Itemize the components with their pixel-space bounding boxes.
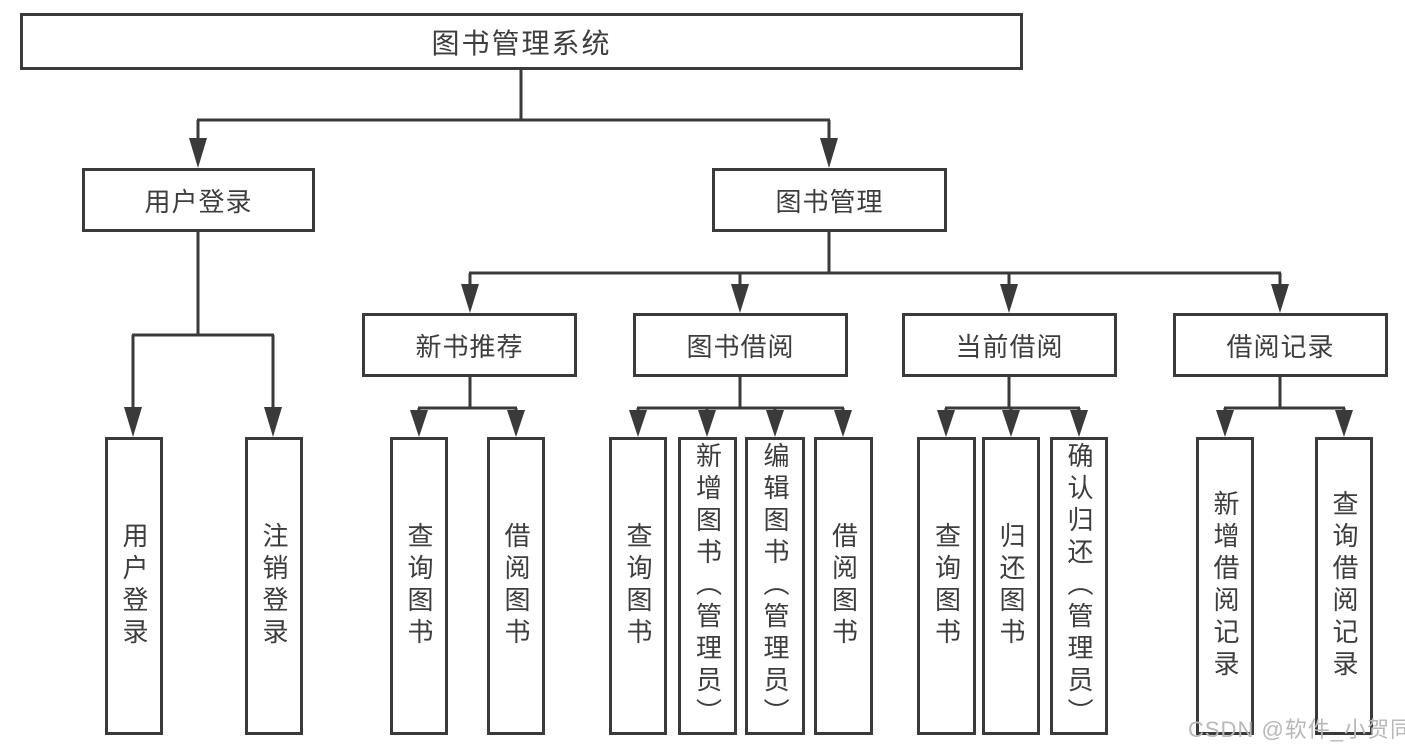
leaf-label: 编辑图书（管理员） — [760, 442, 790, 730]
node-user-login-branch: 用户登录 — [82, 168, 315, 232]
node-label: 当前借阅 — [955, 331, 1064, 362]
leaf-label: 查询借阅记录 — [1329, 490, 1359, 682]
leaf-label: 借阅图书 — [828, 522, 859, 650]
leaf-query-books-2: 查询图书 — [609, 437, 667, 735]
node-new-book-recommendation: 新书推荐 — [362, 313, 577, 377]
node-library-management-system: 图书管理系统 — [20, 13, 1023, 70]
node-label: 图书借阅 — [686, 331, 795, 362]
leaf-logout: 注销登录 — [245, 437, 303, 735]
leaf-label: 新增图书（管理员） — [692, 442, 723, 730]
leaf-label: 新增借阅记录 — [1210, 490, 1240, 682]
leaf-query-books-3: 查询图书 — [917, 437, 976, 735]
leaf-query-books-1: 查询图书 — [390, 437, 448, 735]
node-book-management-branch: 图书管理 — [712, 168, 947, 232]
leaf-edit-books-admin: 编辑图书（管理员） — [745, 437, 805, 735]
node-label: 图书管理 — [775, 186, 884, 217]
node-borrowing-records: 借阅记录 — [1173, 313, 1388, 377]
leaf-label: 确认归还（管理员） — [1064, 442, 1094, 730]
leaf-query-borrow-record: 查询借阅记录 — [1315, 437, 1373, 735]
leaf-label: 归还图书 — [996, 522, 1026, 650]
leaf-add-books-admin: 新增图书（管理员） — [678, 437, 737, 735]
node-label: 新书推荐 — [415, 331, 524, 362]
csdn-watermark: CSDN @软件_小贺同学 — [1188, 717, 1405, 742]
leaf-add-borrow-record: 新增借阅记录 — [1196, 437, 1254, 735]
leaf-borrow-books-1: 借阅图书 — [487, 437, 545, 735]
node-label: 用户登录 — [144, 186, 253, 217]
leaf-return-books: 归还图书 — [982, 437, 1040, 735]
leaf-label: 查询图书 — [623, 522, 653, 650]
leaf-label: 注销登录 — [259, 522, 289, 650]
leaf-label: 查询图书 — [404, 522, 434, 650]
leaf-label: 借阅图书 — [501, 522, 531, 650]
leaf-user-login: 用户登录 — [105, 437, 163, 735]
leaf-label: 查询图书 — [931, 522, 962, 650]
node-book-borrowing: 图书借阅 — [633, 313, 848, 377]
node-label: 图书管理系统 — [431, 27, 612, 59]
leaf-label: 用户登录 — [119, 522, 149, 650]
node-current-borrowing: 当前借阅 — [902, 313, 1117, 377]
leaf-borrow-books-2: 借阅图书 — [814, 437, 873, 735]
leaf-confirm-return-admin: 确认归还（管理员） — [1050, 437, 1108, 735]
node-label: 借阅记录 — [1226, 331, 1335, 362]
